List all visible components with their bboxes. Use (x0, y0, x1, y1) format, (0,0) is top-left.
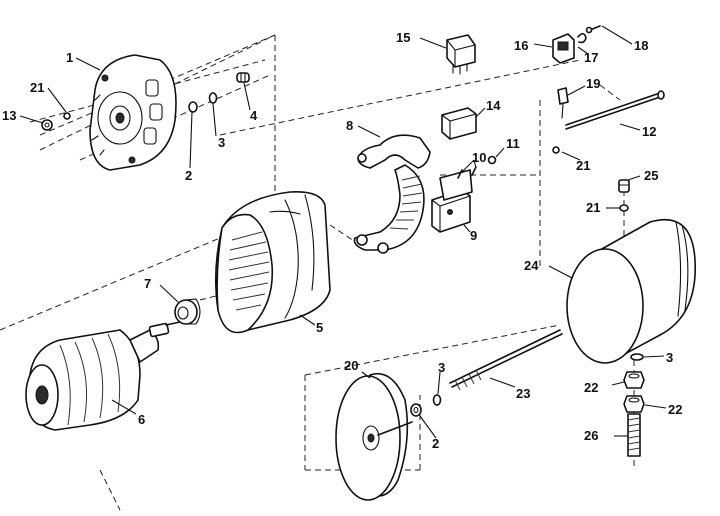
nut-part-22b (623, 395, 645, 413)
washer-part-2a (188, 101, 198, 113)
end-frame-part-1 (89, 54, 177, 171)
housing-cover-part-24 (566, 218, 696, 364)
callout-6: 6 (138, 412, 145, 427)
callout-24: 24 (524, 258, 539, 273)
callout-22-left: 22 (584, 380, 598, 395)
plug-part-25 (618, 179, 630, 193)
washer-part-21b (552, 146, 560, 154)
callout-26: 26 (584, 428, 598, 443)
callout-13: 13 (2, 108, 16, 123)
washer-part-3a (208, 92, 218, 104)
washer-part-21c (619, 204, 629, 212)
callout-7: 7 (144, 276, 151, 291)
stud-part-26 (627, 413, 641, 457)
callout-19: 19 (586, 76, 600, 91)
bearing-part-7 (174, 298, 201, 325)
callout-leader-lines (19, 25, 667, 439)
nut-part-22a (623, 371, 645, 389)
brush-holder-part-8 (353, 134, 431, 254)
callout-22-right: 22 (668, 402, 682, 417)
washer-part-3b (432, 394, 442, 406)
callout-9: 9 (470, 228, 477, 243)
bearing-part-4 (236, 72, 250, 83)
stator-housing-part-5 (214, 190, 331, 334)
callout-21-mid: 21 (576, 158, 590, 173)
washer-part-21a (63, 112, 71, 120)
screw-part-18 (585, 25, 601, 34)
through-bolt-part-12 (565, 90, 665, 130)
callout-4: 4 (250, 108, 258, 123)
relay-part-15 (446, 34, 476, 75)
bracket-part-9 (431, 169, 473, 233)
clip-part-17 (577, 32, 587, 44)
callout-21-right: 21 (586, 200, 600, 215)
pulley-fan-part-20 (335, 373, 413, 501)
callout-16: 16 (514, 38, 528, 53)
callout-23: 23 (516, 386, 530, 401)
callout-3-top: 3 (218, 135, 225, 150)
callout-11: 11 (506, 136, 520, 151)
callout-14: 14 (486, 98, 501, 113)
callout-2-top: 2 (185, 168, 192, 183)
callout-labels: 1 21 13 2 3 4 15 16 17 18 19 14 8 10 11 … (2, 30, 682, 451)
nut-part-11 (487, 155, 497, 165)
callout-3-lower: 3 (438, 360, 445, 375)
lead-part-19 (557, 87, 569, 119)
callout-17: 17 (584, 50, 598, 65)
callout-5: 5 (316, 320, 323, 335)
callout-8: 8 (346, 118, 353, 133)
callout-10: 10 (472, 150, 486, 165)
screw-part-10 (457, 166, 477, 179)
callout-21-top-left: 21 (30, 80, 44, 95)
callout-3-right: 3 (666, 350, 673, 365)
rotor-part-6 (25, 321, 181, 431)
callout-18: 18 (634, 38, 648, 53)
long-bolt-part-23 (449, 329, 563, 391)
terminal-part-16 (552, 33, 575, 64)
washer-part-2b (410, 403, 422, 417)
washer-part-3c (630, 353, 644, 361)
callout-15: 15 (396, 30, 410, 45)
callout-25: 25 (644, 168, 658, 183)
callout-2-lower: 2 (432, 436, 439, 451)
callout-20: 20 (344, 358, 358, 373)
regulator-part-14 (441, 107, 477, 140)
callout-1: 1 (66, 50, 73, 65)
nut-part-13 (41, 119, 53, 131)
callout-12: 12 (642, 124, 656, 139)
